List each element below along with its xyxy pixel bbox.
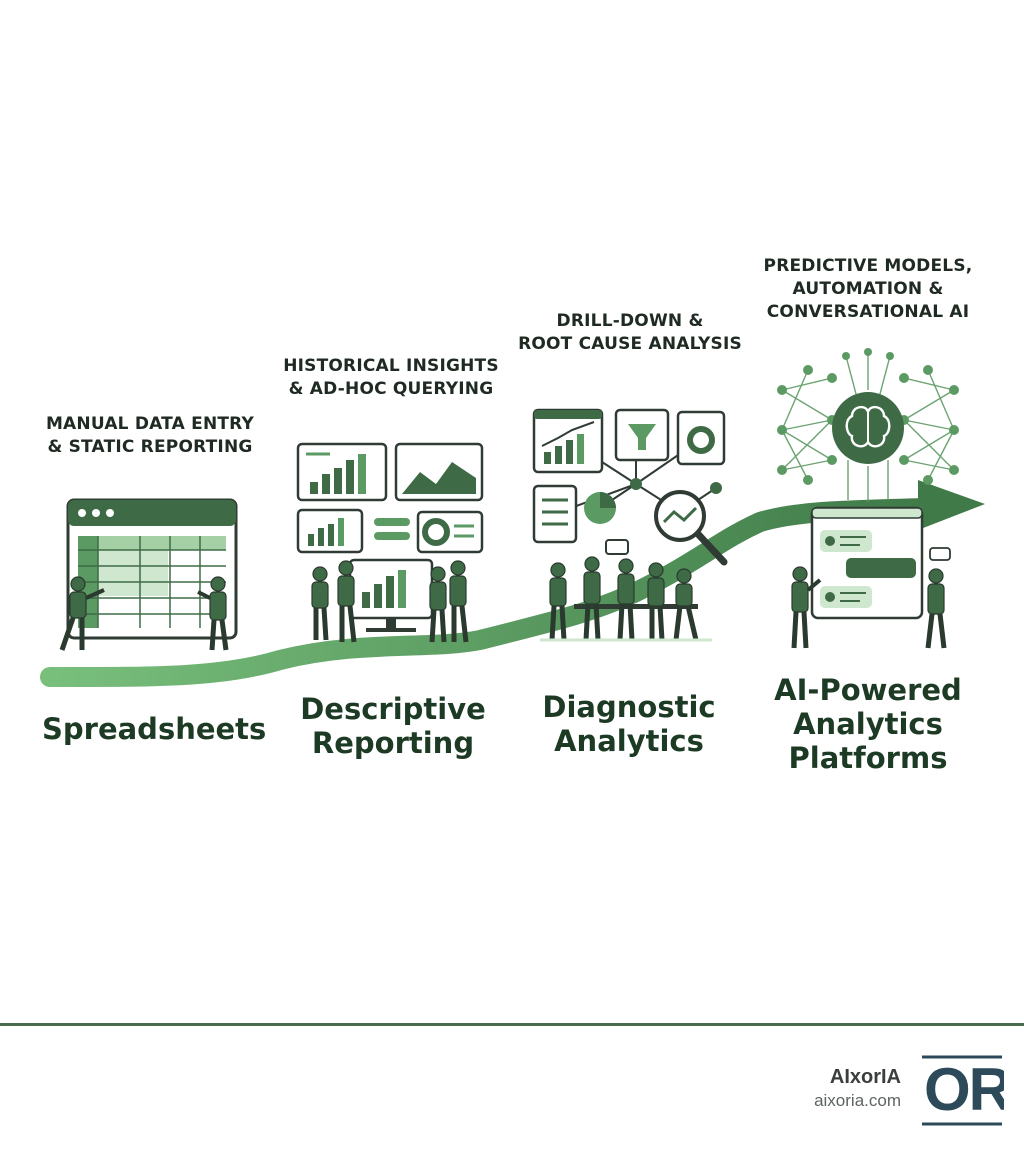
stage-4-name: AI-Powered Analytics Platforms — [774, 673, 962, 775]
diagnostic-illustration — [532, 408, 728, 642]
ai-illustration — [777, 348, 959, 649]
stage-2-caption: HISTORICAL INSIGHTS & AD-HOC QUERYING — [283, 356, 499, 399]
growth-path — [40, 498, 935, 688]
brand-name: AIxorIA — [829, 1066, 901, 1088]
brand-logo-icon — [922, 1055, 1002, 1126]
stage-3-caption: DRILL-DOWN & ROOT CAUSE ANALYSIS — [518, 311, 742, 354]
dashboard-illustration — [296, 442, 484, 643]
brand-url[interactable]: aixoria.com — [814, 1091, 901, 1110]
stage-4-caption: PREDICTIVE MODELS, AUTOMATION & CONVERSA… — [763, 256, 973, 322]
stage-1-name: Spreadsheets — [42, 712, 267, 746]
stage-1-caption: MANUAL DATA ENTRY & STATIC REPORTING — [45, 414, 255, 457]
brand-logo-letters: OR — [924, 1060, 1004, 1120]
growth-arrow-head — [918, 480, 985, 530]
spreadsheet-illustration — [59, 498, 238, 651]
stage-2-name: Descriptive Reporting — [300, 692, 486, 760]
footer-divider — [0, 1023, 1024, 1026]
stage-3-name: Diagnostic Analytics — [542, 690, 716, 758]
